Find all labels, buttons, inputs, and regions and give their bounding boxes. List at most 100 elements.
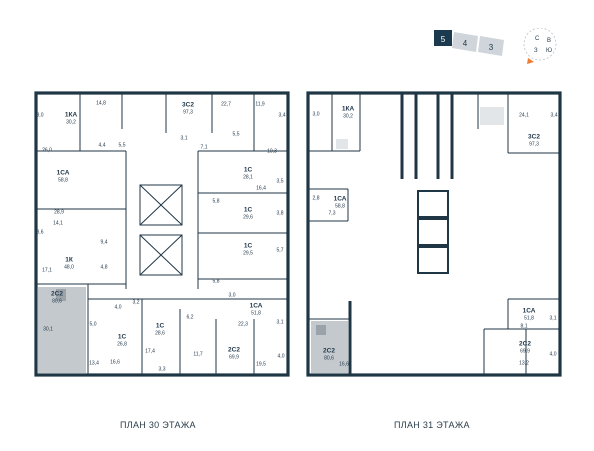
compass-arrow-icon bbox=[527, 58, 534, 64]
section-locator: 5 4 3 С В Ю З bbox=[434, 27, 564, 81]
compass-north: С bbox=[535, 36, 540, 42]
room-area: 5,5 bbox=[232, 131, 240, 138]
apartment-area: 58,8 bbox=[58, 177, 68, 184]
section-blocks bbox=[434, 30, 504, 56]
room-area: 13,4 bbox=[89, 360, 99, 367]
section-number-active: 5 bbox=[441, 35, 446, 44]
room-area: 7,3 bbox=[328, 210, 336, 217]
apartment-area: 30,2 bbox=[66, 119, 76, 126]
room-area: 3,8 bbox=[276, 210, 284, 217]
room-area: 22,7 bbox=[221, 101, 231, 108]
room-area: 5,8 bbox=[212, 278, 220, 285]
elevator-shaft bbox=[139, 234, 183, 276]
room-area: 5,0 bbox=[89, 321, 97, 328]
room-area: 24,1 bbox=[519, 112, 529, 119]
apartment-area: 26,8 bbox=[117, 341, 127, 348]
room-area: 5,8 bbox=[212, 198, 220, 205]
apartment-type: 1С bbox=[117, 333, 127, 341]
room-area: 3,1 bbox=[549, 315, 557, 322]
outer-wall bbox=[306, 91, 562, 377]
room-area: 4,8 bbox=[100, 264, 108, 271]
apartment-type: 2С2 bbox=[323, 347, 335, 355]
room-area: 30,1 bbox=[43, 326, 53, 333]
room-area: 16,4 bbox=[256, 185, 266, 192]
apartment-type: 3С2 bbox=[182, 101, 194, 109]
room-area: 26,0 bbox=[42, 147, 52, 154]
stair-icon bbox=[56, 289, 66, 301]
elevator-cross bbox=[139, 184, 183, 226]
shaft bbox=[417, 246, 449, 274]
apartment-area: 29,5 bbox=[243, 250, 253, 257]
room-area: 4,0 bbox=[114, 304, 122, 311]
section-block-active[interactable] bbox=[434, 30, 452, 46]
stair-icon bbox=[336, 139, 348, 149]
apartment-type: 1К bbox=[65, 256, 73, 264]
compass-ring bbox=[523, 27, 557, 61]
compass-east: В bbox=[547, 38, 551, 44]
room-area: 3,4 bbox=[550, 112, 558, 119]
room-area: 5,7 bbox=[276, 247, 284, 254]
section-block[interactable] bbox=[452, 32, 478, 52]
apartment-type: 1СА bbox=[249, 302, 263, 310]
apartment-area: 80,6 bbox=[324, 355, 334, 362]
section-block[interactable] bbox=[478, 36, 504, 56]
room-area: 3,1 bbox=[180, 135, 188, 142]
apartment-type: 3С2 bbox=[528, 133, 540, 141]
room-area: 16,6 bbox=[339, 361, 349, 368]
room-area: 8,1 bbox=[520, 323, 528, 330]
apartment-area: 69,9 bbox=[520, 348, 530, 355]
apartment-type: 2С2 bbox=[228, 346, 240, 354]
apartment-area: 29,6 bbox=[243, 214, 253, 221]
room-area: 28,9 bbox=[54, 209, 64, 216]
room-area: 3,2 bbox=[132, 299, 140, 306]
apartment-type: 1С bbox=[243, 242, 253, 250]
floor-plan-30: 1КА 30,2 3С2 97,3 1СА 58,8 1С 28,1 1С 29… bbox=[26, 89, 298, 379]
apartment-area: 51,8 bbox=[251, 310, 261, 317]
room-area: 4,0 bbox=[277, 353, 285, 360]
apartment-area: 28,6 bbox=[155, 330, 165, 337]
apartment-area: 58,8 bbox=[335, 203, 345, 210]
room-area: 4,4 bbox=[98, 142, 106, 149]
stair-icon bbox=[316, 325, 326, 335]
plan-caption-30: ПЛАН 30 ЭТАЖА bbox=[120, 420, 196, 430]
apartment-type: 1С bbox=[155, 322, 165, 330]
room-area: 3,0 bbox=[228, 292, 236, 299]
outer-wall bbox=[34, 91, 290, 377]
room-area: 17,1 bbox=[42, 267, 52, 274]
compass-west: З bbox=[534, 48, 538, 54]
section-number: 3 bbox=[489, 43, 494, 52]
compass-south: Ю bbox=[546, 48, 552, 54]
apartment-highlight[interactable] bbox=[38, 287, 86, 373]
room-area: 14,1 bbox=[53, 220, 63, 227]
apartment-type: 1С bbox=[243, 206, 253, 214]
room-area: 19,5 bbox=[256, 361, 266, 368]
room-area: 3,0 bbox=[36, 112, 44, 119]
apartment-area: 48,0 bbox=[64, 264, 74, 271]
apartment-type: 1КА bbox=[64, 111, 78, 119]
apartment-type: 1С bbox=[243, 166, 253, 174]
apartment-type: 1СА bbox=[56, 169, 70, 177]
room-area: 3,6 bbox=[36, 229, 44, 236]
room-area: 14,8 bbox=[96, 100, 106, 107]
apartment-area: 69,9 bbox=[229, 354, 239, 361]
room-area: 11,9 bbox=[255, 101, 265, 108]
room-area: 7,1 bbox=[200, 144, 208, 151]
room-area: 22,3 bbox=[238, 321, 248, 328]
apartment-area: 97,3 bbox=[529, 141, 539, 148]
stair-icon bbox=[480, 107, 504, 125]
plan-caption-31: ПЛАН 31 ЭТАЖА bbox=[394, 420, 470, 430]
room-area: 6,2 bbox=[186, 314, 194, 321]
elevator-shaft bbox=[139, 184, 183, 226]
room-area: 11,7 bbox=[193, 351, 203, 358]
room-area: 3,1 bbox=[276, 319, 284, 326]
apartment-area: 97,3 bbox=[183, 109, 193, 116]
section-number: 4 bbox=[463, 39, 468, 48]
apartment-type: 1СА bbox=[333, 195, 347, 203]
room-area: 4,0 bbox=[549, 351, 557, 358]
room-area: 13,2 bbox=[519, 360, 529, 367]
shaft bbox=[417, 218, 449, 246]
room-area: 3,5 bbox=[276, 178, 284, 185]
apartment-type: 1КА bbox=[341, 105, 355, 113]
room-area: 2,8 bbox=[312, 195, 320, 202]
room-area: 9,4 bbox=[100, 239, 108, 246]
